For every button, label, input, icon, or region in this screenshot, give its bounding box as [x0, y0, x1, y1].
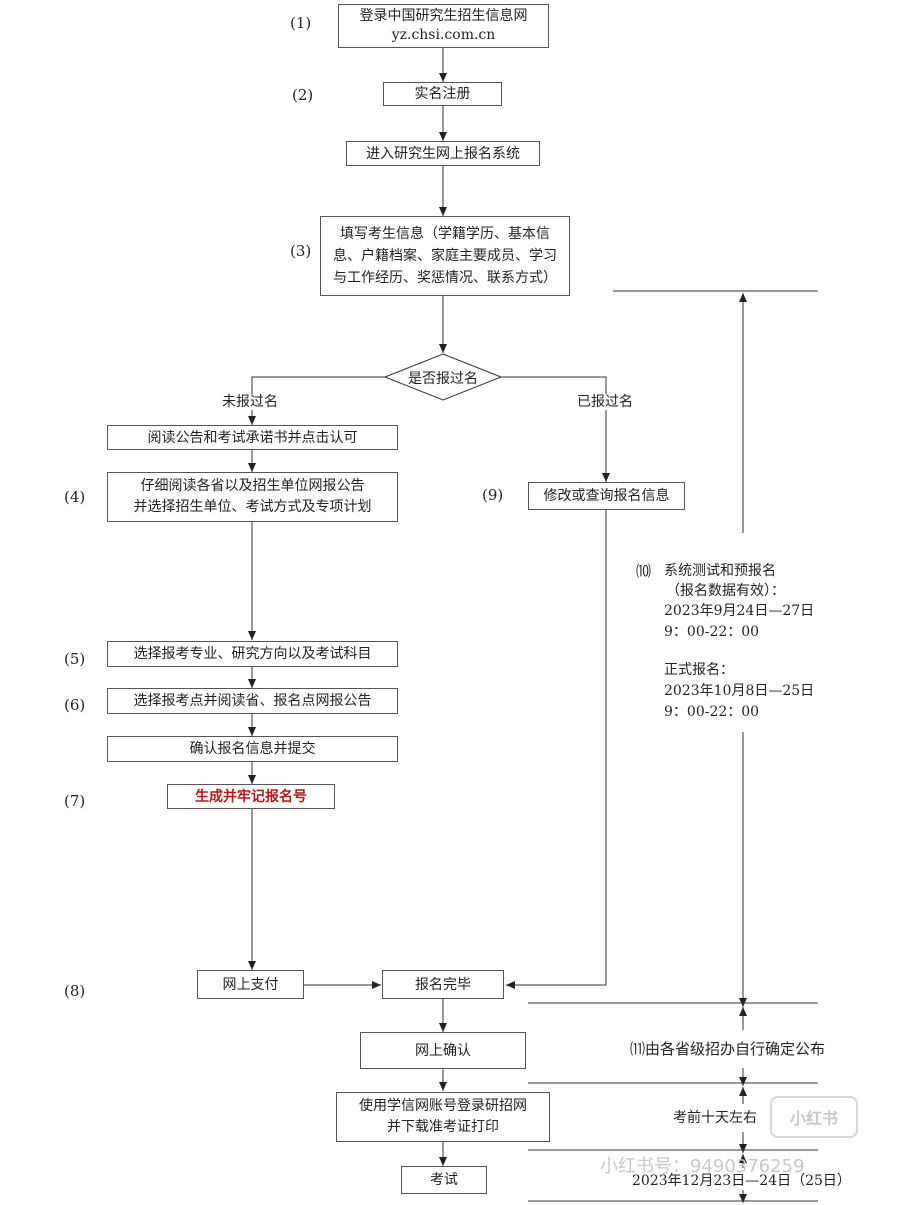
timeline-confirm-note-row: ⑾由各省级招办自行确定公布 — [630, 1040, 826, 1058]
step-2-label: (2) — [292, 86, 314, 104]
branch-not-registered: 未报过名 — [222, 394, 278, 410]
box-real-name-register: 实名注册 — [383, 82, 502, 106]
line-yes-branch — [501, 376, 607, 394]
step-7-label: (7) — [64, 792, 86, 810]
timeline-pre-dates: 2023年9月24日—27日 — [664, 603, 815, 619]
box-read-notice: 阅读公告和考试承诺书并点击认可 — [107, 425, 398, 450]
step-4-label: (4) — [64, 488, 86, 506]
step-1-label: (1) — [290, 14, 312, 32]
box-login-site: 登录中国研究生招生信息网 yz.chsi.com.cn — [338, 4, 549, 48]
arrow-modify-done — [506, 510, 607, 989]
step-10-label: ⑽ — [636, 562, 652, 580]
watermark-logo: 小红书 — [770, 1096, 858, 1138]
box-download-ticket: 使用学信网账号登录研招网 并下载准考证打印 — [336, 1092, 550, 1142]
timeline-pre-note: （报名数据有效）： — [666, 583, 785, 599]
box-read-provinces: 仔细阅读各省以及招生单位网报公告 并选择招生单位、考试方式及专项计划 — [107, 472, 398, 522]
step-5-label: (5) — [64, 650, 86, 668]
line-no-branch — [251, 376, 385, 394]
box-generate-number: 生成并牢记报名号 — [167, 784, 335, 809]
branch-registered: 已报过名 — [577, 394, 633, 410]
box-modify-query: 修改或查询报名信息 — [528, 482, 685, 510]
box-registration-done: 报名完毕 — [382, 970, 504, 999]
box-enter-system: 进入研究生网上报名系统 — [346, 141, 540, 166]
timeline-formal-dates: 2023年10月8日—25日 — [664, 683, 815, 699]
timeline-pre-title: 系统测试和预报名 — [664, 563, 776, 579]
timeline-formal-title: 正式报名： — [664, 662, 734, 678]
timeline-pre-hours: 9：00-22：00 — [664, 624, 760, 640]
step-8-label: (8) — [64, 982, 86, 1000]
step-9-label: (9) — [482, 486, 504, 504]
timeline-formal-hours: 9：00-22：00 — [664, 704, 760, 720]
decision-question: 是否报过名 — [408, 371, 478, 387]
watermark-brand: 小红书 — [789, 1109, 838, 1128]
box-confirm-submit: 确认报名信息并提交 — [107, 736, 398, 762]
box-exam: 考试 — [401, 1166, 487, 1194]
step-6-label: (6) — [64, 696, 86, 714]
timeline-exam-dates: 2023年12月23日—24日（25日） — [632, 1172, 851, 1190]
box-choose-site: 选择报考点并阅读省、报名点网报公告 — [107, 688, 398, 714]
timeline-ten-days: 考前十天左右 — [673, 1109, 757, 1127]
step-11-label: ⑾ — [630, 1040, 646, 1058]
box-choose-major: 选择报考专业、研究方向以及考试科目 — [107, 641, 398, 667]
box-online-confirm: 网上确认 — [360, 1032, 526, 1069]
box-pay-online: 网上支付 — [197, 970, 304, 999]
box-fill-candidate-info: 填写考生信息（学籍学历、基本信息、户籍档案、家庭主要成员、学习与工作经历、奖惩情… — [320, 216, 570, 296]
decision-diamond — [383, 353, 503, 401]
timeline-confirm-note: 由各省级招办自行确定公布 — [645, 1040, 826, 1058]
watermark-account-id: 小红书号：9490376259 — [600, 1156, 805, 1177]
step-3-label: (3) — [290, 242, 312, 260]
